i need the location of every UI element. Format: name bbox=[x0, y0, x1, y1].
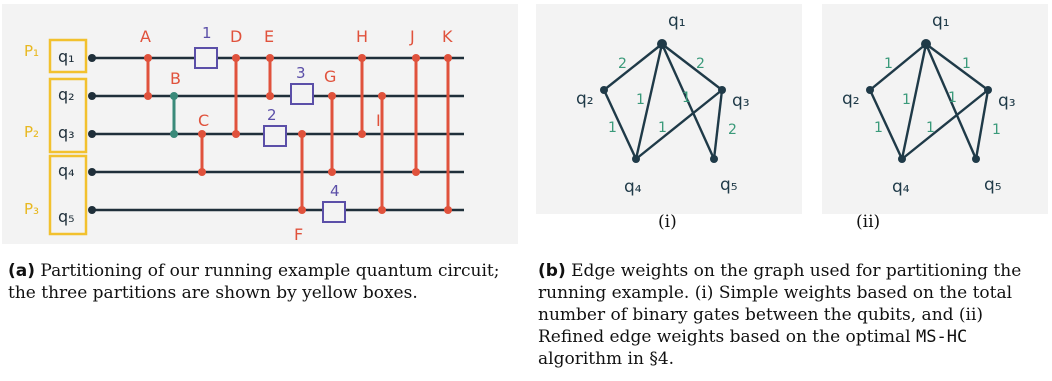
svg-text:D: D bbox=[230, 27, 242, 46]
svg-text:q₁: q₁ bbox=[58, 47, 75, 66]
caption-a-text: Partitioning of our running example quan… bbox=[8, 261, 500, 303]
svg-text:2: 2 bbox=[696, 56, 705, 72]
caption-b-text-end: algorithm in §4. bbox=[538, 349, 675, 369]
partition-label-p2: P₂ bbox=[24, 123, 39, 141]
svg-text:1: 1 bbox=[682, 90, 691, 106]
svg-text:1: 1 bbox=[658, 120, 667, 136]
svg-text:1: 1 bbox=[902, 92, 911, 108]
svg-text:H: H bbox=[356, 27, 368, 46]
gate-labels: A B C D E F G H I J K bbox=[140, 27, 453, 244]
caption-b-mono: MS-HC bbox=[916, 327, 968, 347]
svg-text:1: 1 bbox=[926, 120, 935, 136]
caption-b-text: Edge weights on the graph used for parti… bbox=[538, 261, 1022, 347]
cnot-gates bbox=[146, 58, 450, 210]
caption-a-tag: (a) bbox=[8, 261, 36, 281]
svg-text:q₄: q₄ bbox=[892, 177, 910, 197]
svg-text:I: I bbox=[376, 111, 381, 130]
caption-b-tag: (b) bbox=[538, 261, 566, 281]
svg-text:J: J bbox=[409, 27, 415, 46]
caption-b: (b) Edge weights on the graph used for p… bbox=[538, 260, 1048, 370]
svg-text:q₃: q₃ bbox=[58, 123, 75, 142]
qubit-labels: q₁ q₂ q₃ q₄ q₅ bbox=[58, 47, 75, 226]
svg-text:q₁: q₁ bbox=[668, 11, 686, 31]
svg-text:E: E bbox=[264, 27, 274, 46]
svg-text:4: 4 bbox=[330, 182, 340, 200]
svg-text:3: 3 bbox=[296, 64, 306, 82]
subcaption-i: (i) bbox=[658, 212, 677, 232]
svg-text:1: 1 bbox=[636, 92, 645, 108]
svg-text:q₄: q₄ bbox=[624, 177, 642, 197]
partition-boxes bbox=[48, 38, 88, 236]
svg-text:2: 2 bbox=[618, 56, 627, 72]
svg-text:q₂: q₂ bbox=[842, 89, 860, 109]
svg-text:q₅: q₅ bbox=[984, 175, 1002, 195]
svg-text:1: 1 bbox=[962, 56, 971, 72]
svg-text:1: 1 bbox=[874, 120, 883, 136]
svg-text:2: 2 bbox=[728, 122, 737, 138]
svg-text:G: G bbox=[324, 67, 336, 86]
svg-text:q₄: q₄ bbox=[58, 161, 75, 180]
subcaption-ii: (ii) bbox=[856, 212, 881, 232]
caption-a: (a) Partitioning of our running example … bbox=[8, 260, 520, 304]
svg-text:1: 1 bbox=[948, 90, 957, 106]
svg-text:F: F bbox=[294, 225, 303, 244]
svg-text:B: B bbox=[170, 69, 181, 88]
svg-text:q₂: q₂ bbox=[576, 89, 594, 109]
svg-text:2: 2 bbox=[267, 106, 277, 124]
svg-text:q₅: q₅ bbox=[58, 207, 75, 226]
partition-label-p3: P₃ bbox=[24, 200, 39, 218]
svg-text:1: 1 bbox=[884, 56, 893, 72]
svg-text:q₃: q₃ bbox=[732, 91, 750, 111]
svg-text:A: A bbox=[140, 27, 151, 46]
svg-text:q₁: q₁ bbox=[932, 11, 950, 31]
svg-text:q₂: q₂ bbox=[58, 85, 75, 104]
partition-labels: P₁ P₂ P₃ bbox=[24, 42, 39, 218]
partition-label-p1: P₁ bbox=[24, 42, 39, 60]
svg-text:q₃: q₃ bbox=[998, 91, 1016, 111]
circuit-figure: P₁ P₂ P₃ q₁ q₂ q₃ q₄ q₅ bbox=[24, 24, 464, 244]
single-qubit-gates bbox=[194, 47, 346, 223]
circuit-panel: P₁ P₂ P₃ q₁ q₂ q₃ q₄ q₅ bbox=[2, 4, 518, 244]
svg-text:q₅: q₅ bbox=[720, 175, 738, 195]
svg-text:K: K bbox=[442, 27, 453, 46]
svg-text:1: 1 bbox=[608, 120, 617, 136]
svg-text:1: 1 bbox=[992, 122, 1001, 138]
svg-text:1: 1 bbox=[202, 24, 212, 42]
svg-text:C: C bbox=[198, 111, 209, 130]
